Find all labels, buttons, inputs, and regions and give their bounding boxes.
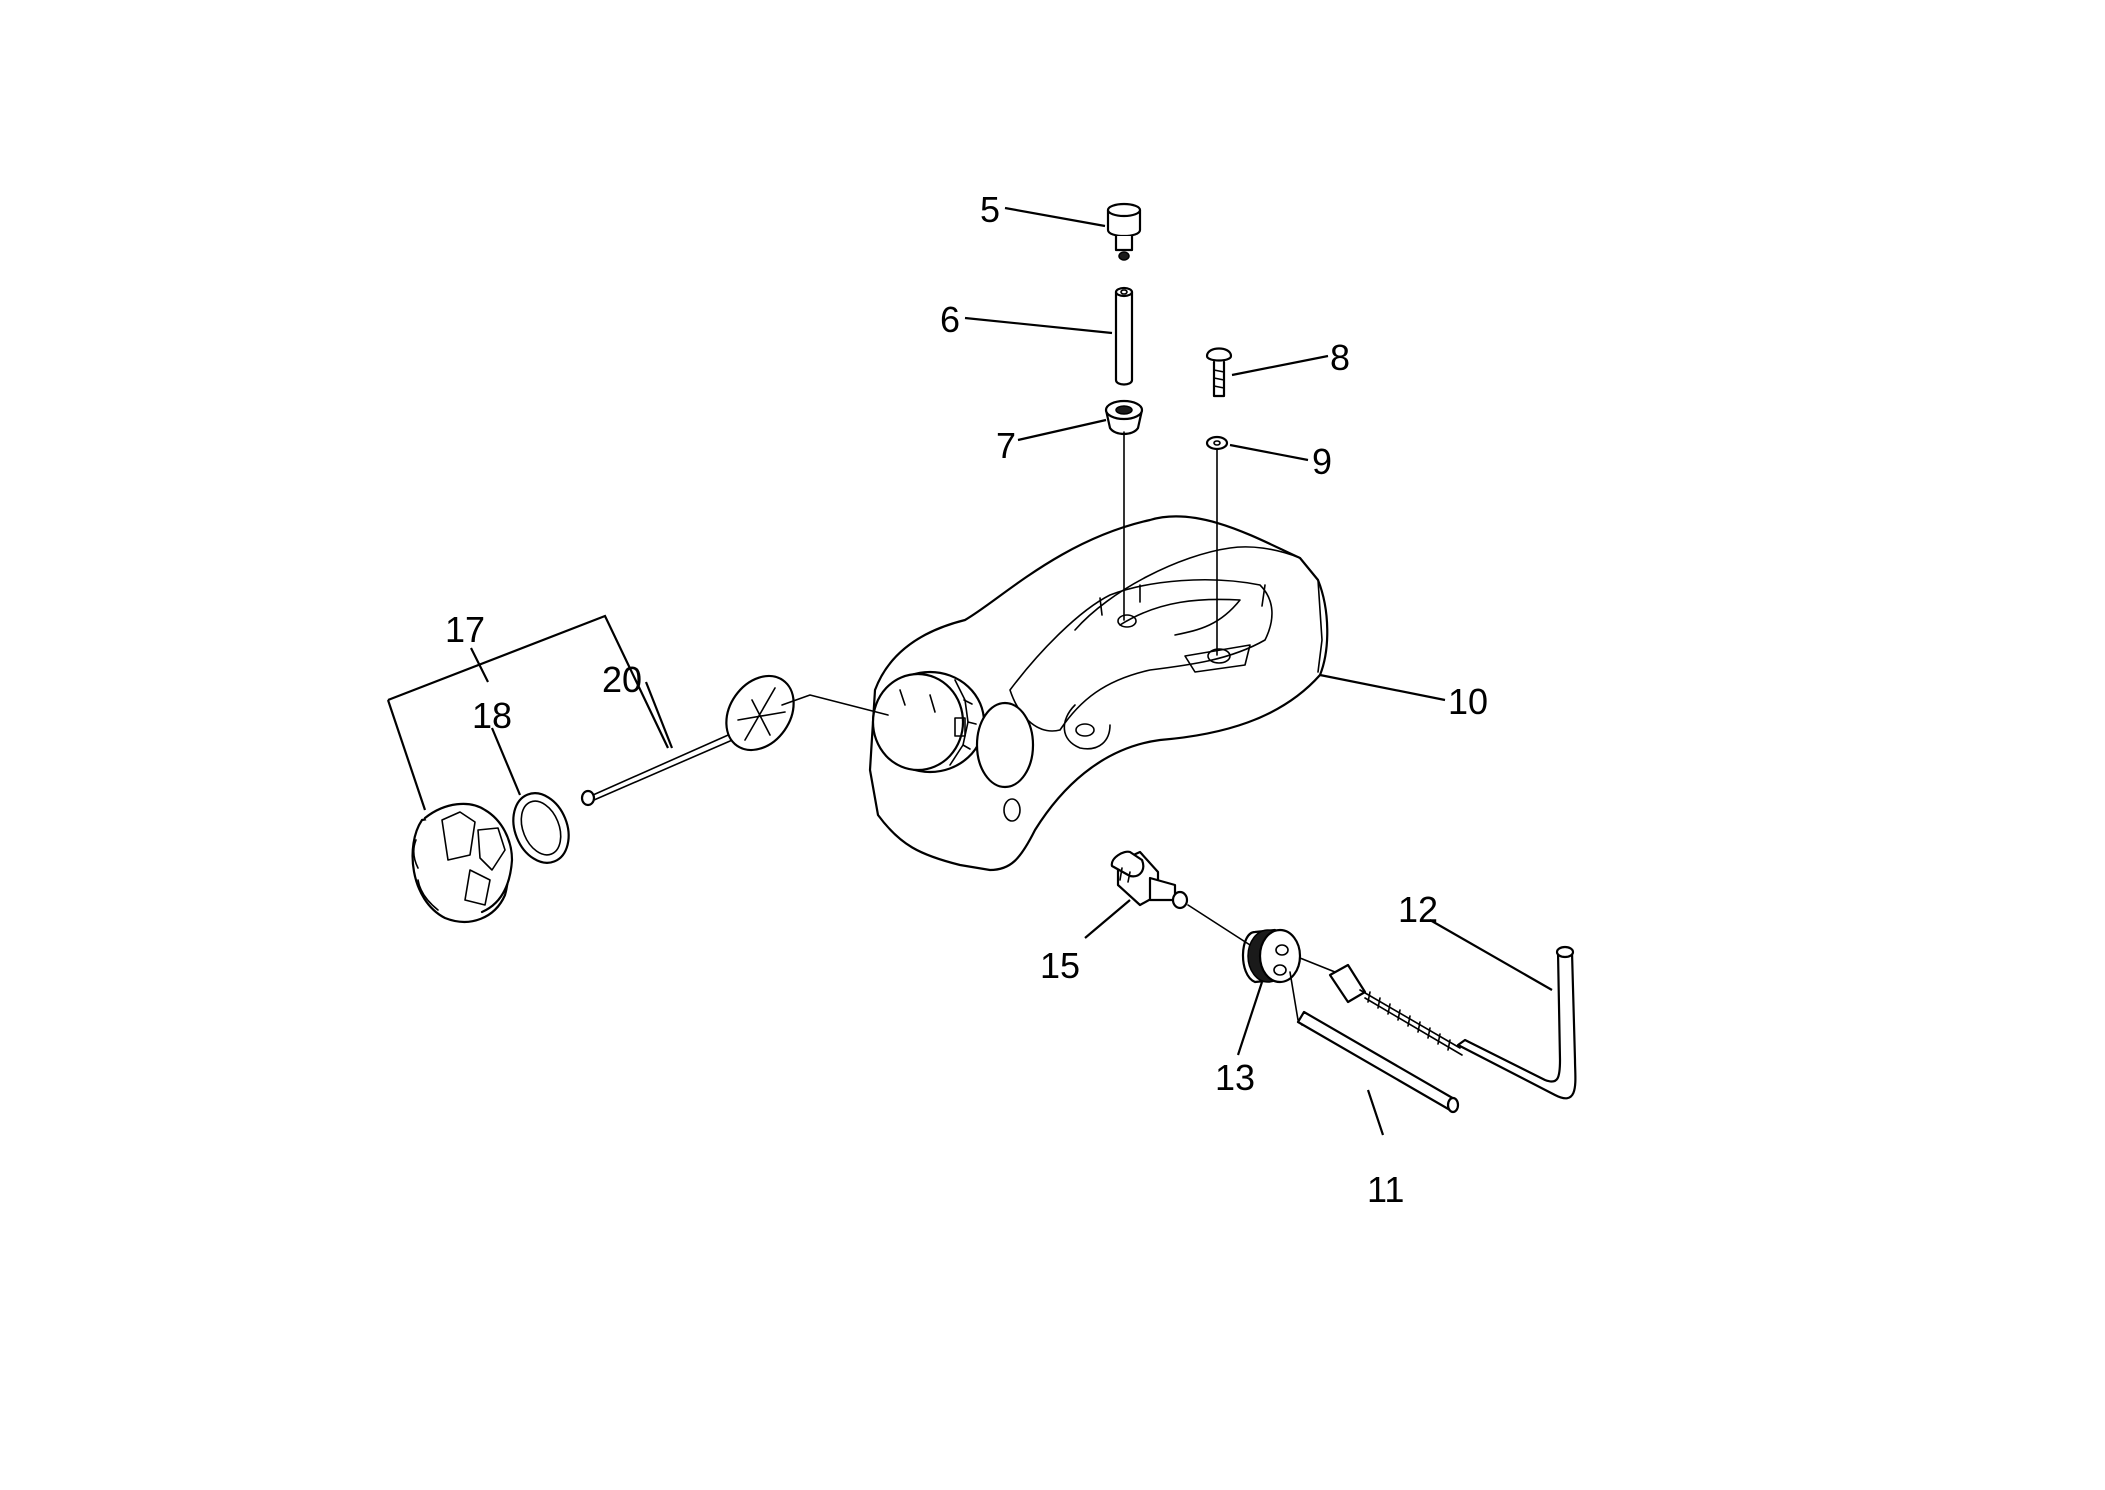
callout-8: 8 [1330, 337, 1350, 378]
fuel-line [1328, 945, 1577, 1100]
callout-11: 11 [1367, 1169, 1404, 1210]
guide-line-strainer [781, 694, 889, 716]
strainer [580, 674, 795, 807]
callout-10: 10 [1448, 681, 1488, 722]
callout-18: 18 [472, 695, 512, 736]
callout-5: 5 [980, 189, 1000, 230]
outlet-grommet [1241, 928, 1302, 984]
vent-tube [1114, 286, 1134, 386]
guide-line-outlet [1299, 957, 1336, 973]
return-line [1296, 1010, 1460, 1114]
fuel-cap [411, 802, 514, 923]
callout-9: 9 [1312, 441, 1332, 482]
callout-13: 13 [1215, 1057, 1255, 1098]
o-ring [512, 792, 570, 864]
fuel-tank [868, 515, 1329, 872]
washer [1205, 435, 1229, 451]
callout-12: 12 [1398, 889, 1438, 930]
leader-lines [386, 206, 1553, 1136]
callout-6: 6 [940, 299, 960, 340]
guide-line-filter [1187, 904, 1251, 946]
callout-17: 17 [445, 609, 485, 650]
callout-20: 20 [602, 659, 642, 700]
vent-cap [1106, 202, 1142, 261]
grommet [1104, 399, 1144, 436]
callout-7: 7 [996, 425, 1016, 466]
fuel-filter [1110, 850, 1189, 910]
screw [1205, 347, 1233, 398]
callout-15: 15 [1040, 945, 1080, 986]
